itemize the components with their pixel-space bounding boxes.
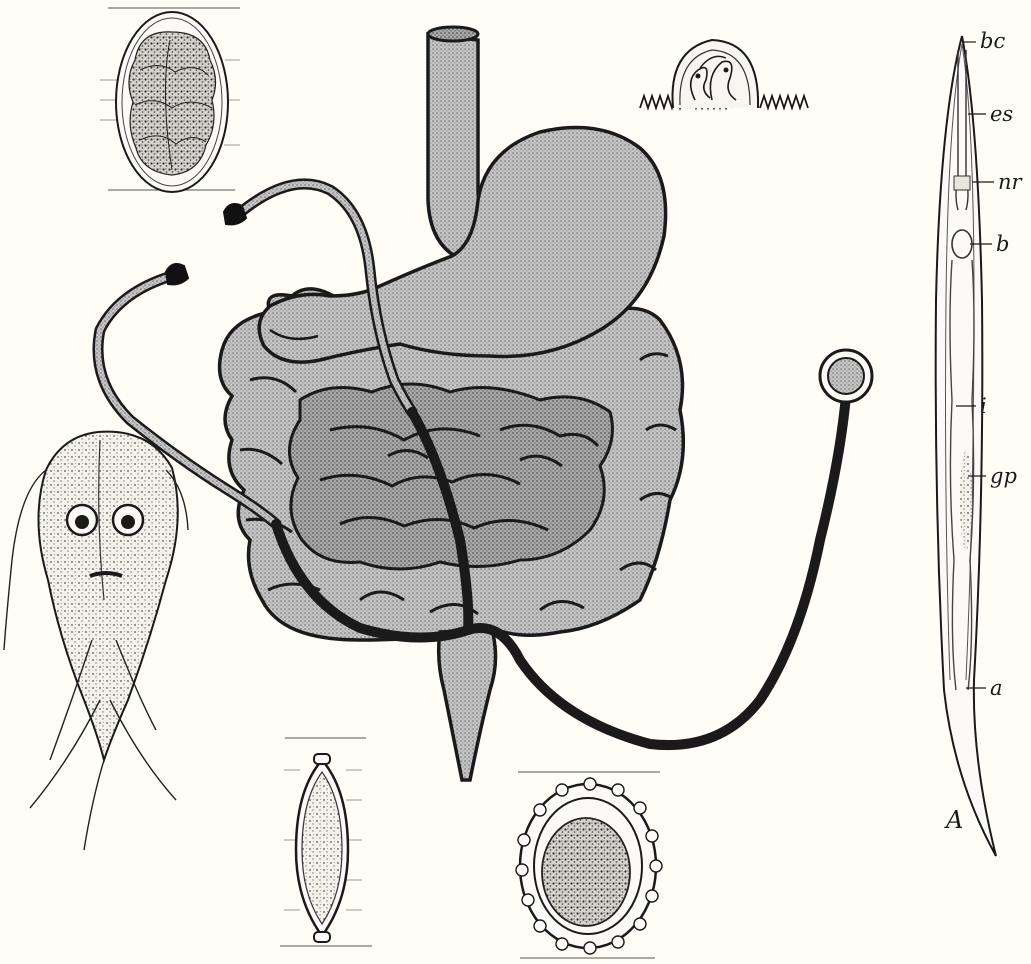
- label-a: a: [990, 676, 1003, 700]
- label-b: b: [996, 232, 1009, 256]
- nematode-diagram: bc es nr b i gp a A: [936, 29, 1024, 856]
- label-nr: nr: [998, 170, 1024, 194]
- panel-letter: A: [944, 806, 963, 834]
- egg-oval-top-left: [100, 8, 240, 192]
- ascaris-egg: [516, 772, 662, 958]
- label-i: i: [980, 394, 987, 418]
- label-es: es: [990, 102, 1013, 126]
- whipworm-egg: [280, 738, 372, 946]
- mucosa-larvae: [640, 40, 808, 108]
- label-bc: bc: [980, 29, 1005, 53]
- giardia-trophozoite: [4, 432, 188, 850]
- label-gp: gp: [990, 464, 1017, 488]
